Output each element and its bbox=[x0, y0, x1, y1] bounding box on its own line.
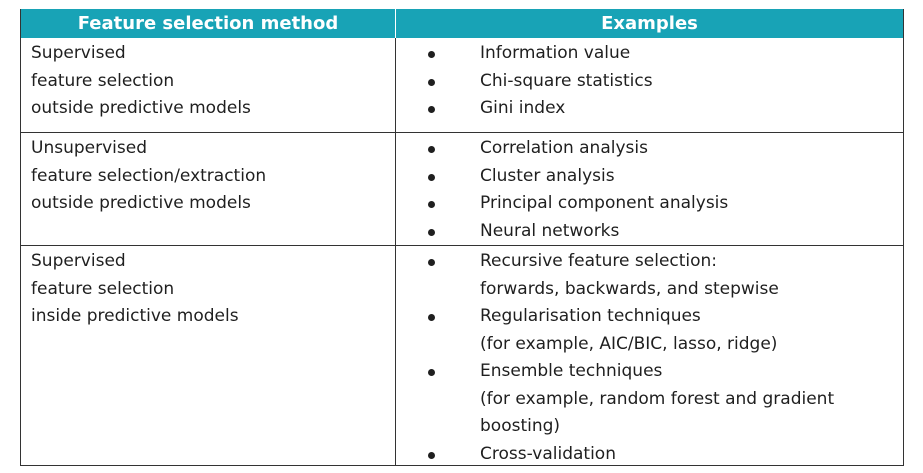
bullet-icon bbox=[428, 106, 435, 113]
example-text: Principal component analysis bbox=[480, 193, 729, 213]
list-item: Recursive feature selection: forwards, b… bbox=[396, 248, 903, 303]
list-item: Information value bbox=[396, 40, 903, 68]
bullet-icon bbox=[428, 314, 435, 321]
bullet-icon bbox=[428, 228, 435, 236]
example-text: Regularisation techniques bbox=[480, 306, 701, 326]
examples-list: Correlation analysis Cluster analysis Pr… bbox=[396, 135, 903, 245]
bullet-icon bbox=[428, 451, 435, 459]
method-line: feature selection bbox=[31, 70, 175, 91]
list-item: Cluster analysis bbox=[396, 163, 903, 191]
example-text: Gini index bbox=[480, 98, 566, 118]
method-line: outside predictive models bbox=[31, 98, 251, 118]
example-text: Cluster analysis bbox=[480, 165, 615, 186]
header-examples: Examples bbox=[601, 13, 698, 34]
list-item: Chi-square statistics bbox=[396, 68, 903, 96]
table-row: Supervised feature selection outside pre… bbox=[21, 38, 903, 133]
examples-cell: Information value Chi-square statistics … bbox=[396, 38, 903, 132]
example-text: (for example, AIC/BIC, lasso, ridge) bbox=[480, 333, 778, 354]
example-text: Chi-square statistics bbox=[480, 70, 653, 91]
method-line: Supervised bbox=[31, 43, 126, 63]
example-text: (for example, random forest and gradient bbox=[480, 388, 835, 409]
method-line: feature selection bbox=[31, 278, 175, 299]
examples-list: Recursive feature selection: forwards, b… bbox=[396, 248, 903, 468]
list-item: Cross-validation bbox=[396, 441, 903, 469]
bullet-icon bbox=[428, 201, 435, 208]
bullet-icon bbox=[428, 78, 435, 86]
table-header: Feature selection method Examples bbox=[21, 9, 903, 38]
examples-cell: Correlation analysis Cluster analysis Pr… bbox=[396, 133, 903, 245]
list-item: Ensemble techniques (for example, random… bbox=[396, 358, 903, 441]
bullet-icon bbox=[428, 259, 435, 266]
method-cell: Supervised feature selection outside pre… bbox=[21, 38, 396, 132]
list-item: Correlation analysis bbox=[396, 135, 903, 163]
examples-cell: Recursive feature selection: forwards, b… bbox=[396, 246, 903, 466]
list-item: Regularisation techniques (for example, … bbox=[396, 303, 903, 358]
method-line: outside predictive models bbox=[31, 193, 251, 213]
examples-list: Information value Chi-square statistics … bbox=[396, 40, 903, 123]
method-line: inside predictive models bbox=[31, 306, 239, 326]
example-text: Neural networks bbox=[480, 220, 620, 241]
method-line: Unsupervised bbox=[31, 138, 147, 158]
bullet-icon bbox=[428, 146, 435, 153]
example-text: Cross-validation bbox=[480, 443, 616, 464]
feature-selection-table: Feature selection method Examples Superv… bbox=[20, 9, 904, 466]
method-line: feature selection/extraction bbox=[31, 165, 267, 186]
example-text: Information value bbox=[480, 43, 631, 63]
example-text: boosting) bbox=[480, 416, 561, 436]
example-text: Ensemble techniques bbox=[480, 361, 663, 381]
method-cell: Supervised feature selection inside pred… bbox=[21, 246, 396, 466]
example-text: Correlation analysis bbox=[480, 138, 648, 158]
list-item: Neural networks bbox=[396, 218, 903, 246]
list-item: Gini index bbox=[396, 95, 903, 123]
bullet-icon bbox=[428, 173, 435, 181]
bullet-icon bbox=[428, 369, 435, 376]
method-cell: Unsupervised feature selection/extractio… bbox=[21, 133, 396, 245]
example-text: forwards, backwards, and stepwise bbox=[480, 278, 779, 299]
example-text: Recursive feature selection: bbox=[480, 251, 718, 271]
header-feature-selection-method: Feature selection method bbox=[21, 9, 396, 38]
table-row: Supervised feature selection inside pred… bbox=[21, 246, 903, 466]
method-line: Supervised bbox=[31, 251, 126, 271]
list-item: Principal component analysis bbox=[396, 190, 903, 218]
bullet-icon bbox=[428, 51, 435, 58]
table-row: Unsupervised feature selection/extractio… bbox=[21, 133, 903, 246]
